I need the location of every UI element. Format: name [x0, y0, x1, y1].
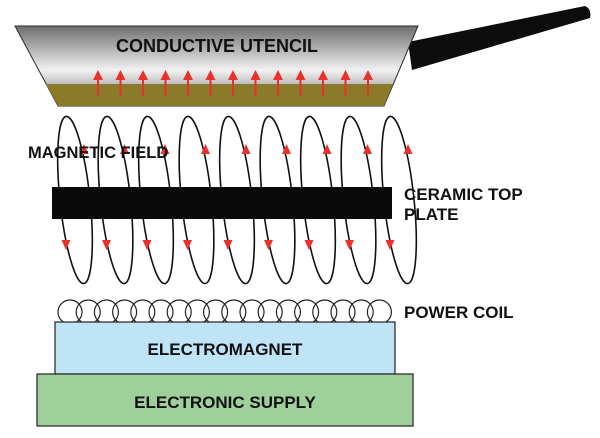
field-arrow-down — [142, 240, 152, 250]
magnetic-field-label: MAGNETIC FIELD — [28, 144, 168, 162]
coil-turn — [93, 299, 120, 325]
heat-arrow — [273, 70, 283, 96]
coil-turn — [57, 299, 83, 325]
heat-arrow — [138, 70, 148, 96]
field-arrow-up — [403, 144, 413, 154]
heat-arrow — [183, 70, 193, 96]
coil-turn — [184, 299, 210, 325]
heat-arrow — [115, 70, 126, 96]
heat-arrow — [295, 70, 306, 96]
field-arrow-down — [102, 240, 111, 250]
field-arrow-up — [120, 144, 129, 154]
heat-arrows — [93, 70, 373, 96]
coil-turn — [348, 299, 374, 325]
field-arrow-up — [79, 144, 89, 154]
field-arrow-down — [264, 240, 273, 250]
electromagnet-label: ELECTROMAGNET — [148, 340, 304, 359]
coil-turn — [275, 299, 301, 325]
heat-arrow — [93, 70, 103, 96]
field-arrow-up — [322, 144, 332, 154]
coil-turn — [366, 299, 392, 325]
electronic-supply-block — [36, 373, 414, 427]
field-arrow-up — [241, 144, 251, 154]
field-arrow-down — [304, 240, 314, 250]
coil-turn — [294, 299, 320, 325]
field-arrow-down — [61, 240, 71, 250]
magnetic-field-arrows — [61, 144, 413, 250]
heat-arrow — [160, 70, 171, 96]
coil-turn — [330, 299, 356, 325]
coil-turn — [221, 299, 247, 325]
electronic-supply-label: ELECTRONIC SUPPLY — [134, 393, 316, 412]
field-arrow-up — [201, 144, 210, 154]
pan-bottom-layer — [46, 84, 393, 106]
pan-handle — [408, 6, 591, 70]
heat-arrow — [363, 70, 373, 96]
coil-turn — [166, 299, 192, 325]
field-arrow-down — [345, 240, 354, 250]
coil-turn — [239, 299, 265, 325]
coil-turn — [203, 299, 229, 325]
utensil-label: CONDUCTIVE UTENCIL — [116, 36, 318, 56]
conductive-utensil: CONDUCTIVE UTENCIL — [14, 6, 591, 107]
coil-turn — [75, 299, 101, 325]
ceramic-plate-label-line1: CERAMIC TOP — [404, 185, 523, 204]
field-arrow-down — [223, 240, 233, 250]
power-coil — [57, 299, 392, 325]
field-arrow-up — [282, 144, 291, 154]
heat-arrow — [205, 70, 216, 96]
heat-arrow — [250, 70, 261, 96]
coil-turn — [130, 299, 156, 325]
coil-turn — [312, 299, 338, 325]
coil-turn — [257, 299, 283, 325]
electromagnet-block — [54, 321, 396, 375]
ceramic-plate-label-line2: PLATE — [404, 205, 458, 224]
field-arrow-down — [385, 240, 395, 250]
field-arrow-down — [183, 240, 192, 250]
power-coil-label: POWER COIL — [404, 303, 514, 322]
field-arrow-up — [363, 144, 372, 154]
heat-arrow — [340, 70, 351, 96]
heat-arrow — [228, 70, 238, 96]
ceramic-top-plate — [52, 187, 392, 219]
field-arrow-up — [160, 144, 170, 154]
heat-arrow — [318, 70, 328, 96]
coil-turn — [111, 299, 138, 325]
coil-turn — [148, 299, 174, 325]
